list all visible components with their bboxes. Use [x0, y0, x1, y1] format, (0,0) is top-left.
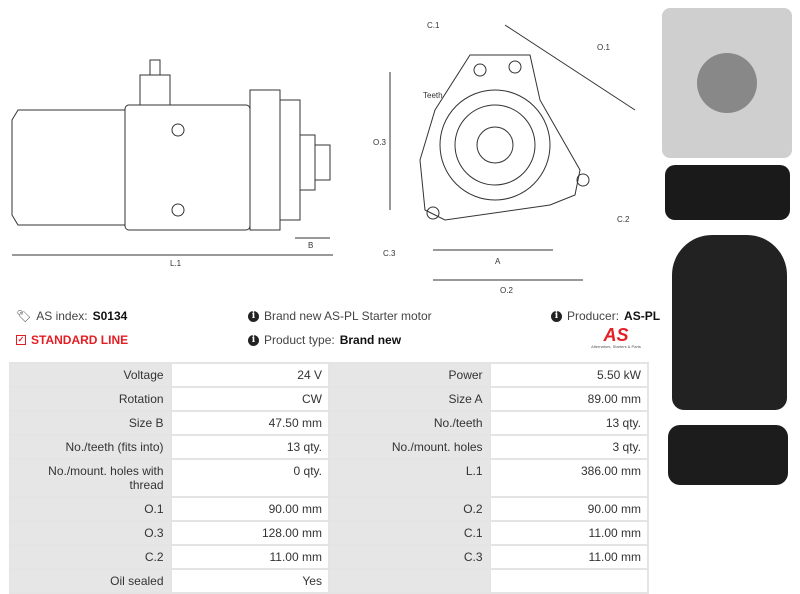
product-photo-cover[interactable]	[672, 235, 787, 410]
dim-c3: C.3	[383, 249, 396, 258]
label-teeth: Teeth	[423, 91, 443, 100]
spec-label	[327, 568, 491, 594]
spec-value: CW	[169, 386, 330, 412]
spec-label: O.3	[9, 520, 172, 546]
spec-value: 24 V	[169, 362, 330, 388]
dim-o2: O.2	[500, 286, 513, 295]
spec-value: 90.00 mm	[169, 496, 330, 522]
spec-value: 13 qty.	[169, 434, 330, 460]
product-photo-front[interactable]	[662, 8, 792, 158]
spec-label: Size A	[327, 386, 491, 412]
dim-o1: O.1	[597, 43, 610, 52]
spec-label: Oil sealed	[9, 568, 172, 594]
checkbox-icon: ✓	[16, 335, 26, 345]
dim-c1: C.1	[427, 21, 440, 30]
spec-label: Size B	[9, 410, 172, 436]
side-view-drawing: L.1 B	[11, 59, 333, 268]
as-index: 🏷 AS index:S0134	[16, 309, 128, 323]
dim-a: A	[495, 257, 501, 266]
spec-label: L.1	[327, 458, 491, 498]
spec-value: 11.00 mm	[488, 544, 650, 570]
spec-label: C.3	[327, 544, 491, 570]
spec-value: 89.00 mm	[488, 386, 650, 412]
info-icon: i	[551, 310, 562, 322]
spec-value: 0 qty.	[169, 458, 330, 498]
spec-value: Yes	[169, 568, 330, 594]
spec-value: 90.00 mm	[488, 496, 650, 522]
spec-label: No./teeth (fits into)	[9, 434, 172, 460]
spec-label: No./mount. holes with thread	[9, 458, 172, 498]
spec-label: C.1	[327, 520, 491, 546]
dim-o3: O.3	[373, 138, 386, 147]
front-view-drawing: C.1 O.1 Teeth O.3 C.2 C.3 A O.2	[373, 21, 636, 295]
spec-value: 386.00 mm	[488, 458, 650, 498]
spec-label: No./teeth	[327, 410, 491, 436]
product-photo-side[interactable]	[665, 165, 790, 220]
spec-label: Voltage	[9, 362, 172, 388]
product-photo-angle[interactable]	[668, 425, 788, 485]
dim-b: B	[308, 241, 313, 250]
spec-value	[488, 568, 650, 594]
as-index-value: S0134	[92, 309, 128, 323]
spec-value: 13 qty.	[488, 410, 650, 436]
spec-value: 5.50 kW	[488, 362, 650, 388]
spec-value: 47.50 mm	[169, 410, 330, 436]
spec-value: 128.00 mm	[169, 520, 330, 546]
spec-label: O.1	[9, 496, 172, 522]
standard-line-badge: ✓ STANDARD LINE	[16, 333, 129, 347]
info-icon: i	[248, 310, 259, 322]
tags-icon: 🏷	[16, 309, 32, 323]
spec-value: 3 qty.	[488, 434, 650, 460]
info-icon: i	[248, 334, 259, 346]
spec-row: No./teeth (fits into)13 qty.No./mount. h…	[9, 434, 650, 460]
spec-value: 11.00 mm	[169, 544, 330, 570]
spec-label: O.2	[327, 496, 491, 522]
dim-c2: C.2	[617, 215, 630, 224]
producer-logo: AS Alternators, Starters & Parts	[591, 325, 641, 349]
spec-label: No./mount. holes	[327, 434, 491, 460]
dim-l1: L.1	[170, 259, 182, 268]
spec-label: C.2	[9, 544, 172, 570]
spec-value: 11.00 mm	[488, 520, 650, 546]
spec-label: Rotation	[9, 386, 172, 412]
spec-label: Power	[327, 362, 491, 388]
